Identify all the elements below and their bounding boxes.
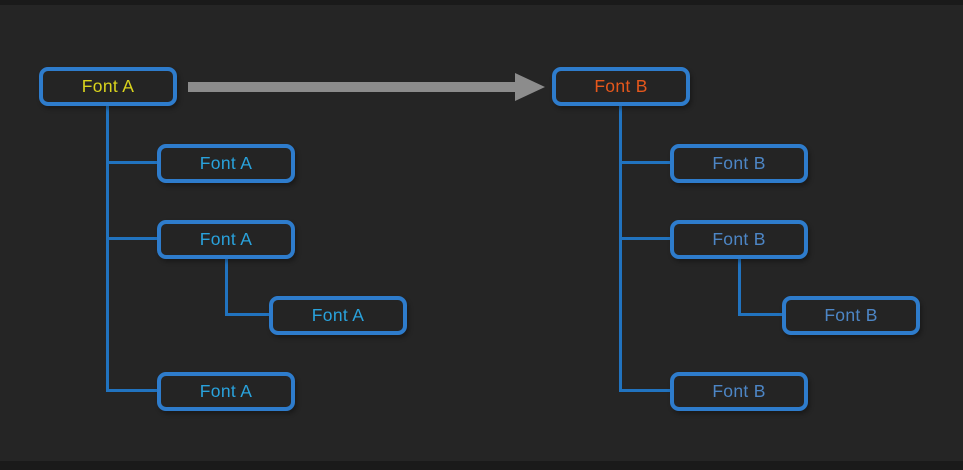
font-b-root-label: Font B [594,76,648,96]
font-a-branch-line-2 [106,237,157,240]
font-a-branch-line-1 [106,161,157,164]
font-a-child-label-3: Font A [199,381,253,401]
font-a-tree-trunk-line [106,106,109,392]
font-b-branch-line-3 [619,389,670,392]
font-a-grandchild-label: Font A [311,305,365,325]
font-b-subtrunk-line [738,258,741,316]
letterbox-bar-bottom [0,461,963,470]
font-a-child-node-1: Font A [157,144,295,183]
font-a-subbranch-line [225,313,269,316]
font-b-child-node-2: Font B [670,220,808,259]
font-b-branch-line-2 [619,237,670,240]
font-b-grandchild-node: Font B [782,296,920,335]
font-a-grandchild-node: Font A [269,296,407,335]
font-b-subbranch-line [738,313,782,316]
font-a-root-node: Font A [39,67,177,106]
font-b-child-label-1: Font B [712,153,766,173]
font-a-child-node-3: Font A [157,372,295,411]
font-a-child-node-2: Font A [157,220,295,259]
font-a-root-label: Font A [81,76,135,96]
font-b-tree-trunk-line [619,106,622,392]
font-a-subtrunk-line [225,258,228,316]
font-b-child-node-1: Font B [670,144,808,183]
font-a-child-label-2: Font A [199,229,253,249]
transform-arrow [188,82,516,92]
font-b-child-node-3: Font B [670,372,808,411]
font-b-child-label-3: Font B [712,381,766,401]
transform-arrow-head-icon [515,73,545,101]
font-a-child-label-1: Font A [199,153,253,173]
font-b-branch-line-1 [619,161,670,164]
font-b-child-label-2: Font B [712,229,766,249]
font-b-grandchild-label: Font B [824,305,878,325]
font-a-branch-line-3 [106,389,157,392]
letterbox-bar-top [0,0,963,5]
font-b-root-node: Font B [552,67,690,106]
